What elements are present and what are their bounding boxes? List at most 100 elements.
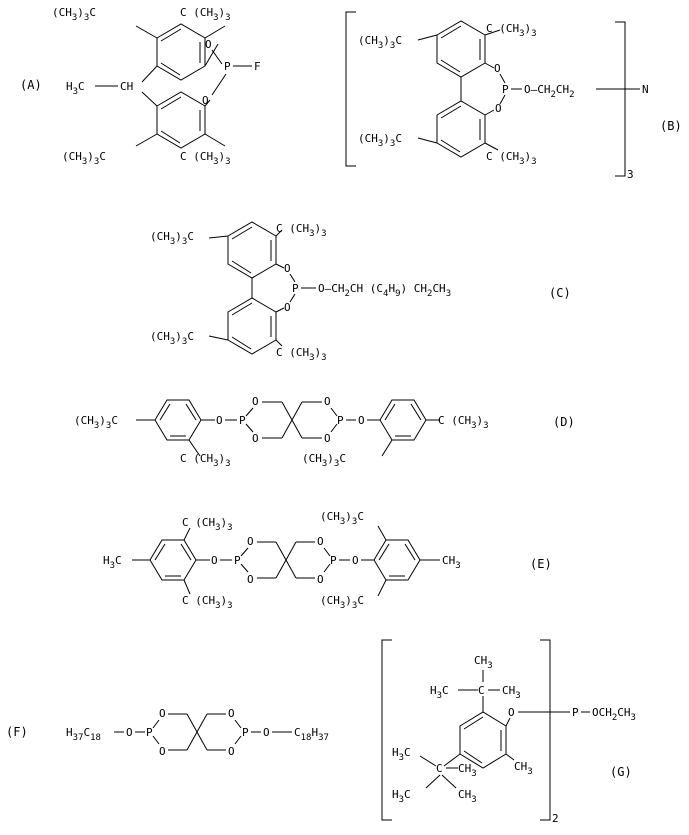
compound-g: 2 (G) CH3 H3C C CH3 O P OCH2CH3 CH3 H3C … [382, 640, 636, 825]
oxygen: O [252, 395, 259, 408]
phosphorus: P [146, 726, 153, 739]
oxygen: O [205, 38, 212, 51]
phosphorus: P [292, 282, 299, 295]
oxygen: O [228, 707, 235, 720]
compound-c: (C) (CH3)3C C (CH3)3 O P O O—CH2CH (C4H9… [150, 222, 571, 363]
tbu-group: (CH3)3C [320, 510, 364, 527]
methyl-group: H3C [430, 684, 449, 701]
oxygen: O [324, 395, 331, 408]
left-bracket [382, 640, 392, 820]
methyl-group: H3C [392, 788, 411, 805]
benzene-ring [374, 540, 420, 580]
methyl-group: CH3 [474, 654, 493, 671]
right-bracket [615, 22, 625, 176]
tbu-group: C (CH3)3 [182, 594, 233, 611]
compound-a: (A) (CH3)3C C (CH3)3 O P F O H3C CH C ( [20, 6, 261, 167]
left-bracket [346, 12, 356, 166]
oxygen: O [228, 745, 235, 758]
octadecyl-group: C18H37 [294, 726, 329, 743]
upper-benzene-ring [228, 222, 276, 278]
oxygen: O [495, 102, 502, 115]
oxygen: O [252, 432, 259, 445]
tbu-group: C (CH3)3 [180, 150, 231, 167]
oxygen: O [159, 707, 166, 720]
upper-benzene-ring [157, 24, 205, 80]
benzene-ring [155, 400, 201, 440]
upper-benzene-ring [437, 21, 485, 77]
tbu-group: (CH3)3C [62, 150, 106, 167]
tbu-group: C (CH3)3 [276, 222, 327, 239]
methyl-group: CH3 [458, 788, 477, 805]
tbu-group: (CH3)3C [302, 452, 346, 469]
tbu-group: C (CH3)3 [486, 22, 537, 39]
oxygen: O [247, 535, 254, 548]
tbu-group: C (CH3)3 [438, 414, 489, 431]
methyl-group: CH3 [458, 762, 477, 779]
oxygen: O [508, 706, 515, 719]
oxygen: O [159, 745, 166, 758]
oxygen: O [358, 414, 365, 427]
oxygen: O [352, 554, 359, 567]
oxygen: O [284, 262, 291, 275]
ethylidene-bridge: H3C [66, 80, 85, 97]
oxygen: O [263, 726, 270, 739]
tbu-group: C (CH3)3 [180, 6, 231, 23]
compound-f: (F) H37C18 O P O O O O P O C18H37 [6, 707, 329, 758]
label-d: (D) [553, 415, 575, 429]
tbu-group: C (CH3)3 [276, 346, 327, 363]
compound-d: (D) (CH3)3C C (CH3)3 O P O O O O P O [74, 395, 575, 469]
phosphorus: P [224, 60, 231, 73]
ethoxy-group: OCH2CH3 [592, 706, 636, 723]
label-b: (B) [660, 119, 682, 133]
fluorine: F [254, 60, 261, 73]
carbon: C [436, 762, 443, 775]
octadecyl-group: H37C18 [66, 726, 101, 743]
tbu-group: C (CH3)3 [182, 516, 233, 533]
tbu-group: (CH3)3C [52, 6, 96, 23]
lower-benzene-ring [228, 298, 276, 354]
oxygen: O [317, 535, 324, 548]
lower-benzene-ring [157, 92, 205, 148]
tbu-group: (CH3)3C [358, 34, 402, 51]
compound-b: 3 (B) (CH3)3C C (CH3)3 O P O O—CH2CH2 N … [346, 12, 682, 181]
oxygen: O [216, 414, 223, 427]
phosphorus: P [337, 414, 344, 427]
phosphorus: P [330, 554, 337, 567]
tbu-group: (CH3)3C [358, 132, 402, 149]
compound-e: (E) H3C C (CH3)3 C (CH3)3 O P O O O O P … [103, 510, 552, 611]
svg-text:2: 2 [552, 812, 559, 825]
tbu-group: (CH3)3C [150, 330, 194, 347]
tbu-group: (CH3)3C [74, 414, 118, 431]
phosphorus: P [234, 554, 241, 567]
label-e: (E) [530, 557, 552, 571]
ethyl-chain: O—CH2CH2 [524, 83, 575, 100]
phosphorus: P [239, 414, 246, 427]
benzene-ring [380, 400, 426, 440]
methyl-group: H3C [103, 554, 122, 571]
oxygen: O [126, 726, 133, 739]
label-a: (A) [20, 78, 42, 92]
methyl-group: CH3 [514, 760, 533, 777]
oxygen: O [211, 554, 218, 567]
tbu-group: C (CH3)3 [486, 150, 537, 167]
tbu-group: C (CH3)3 [180, 452, 231, 469]
oxygen: O [247, 573, 254, 586]
benzene-ring [150, 540, 196, 580]
phosphorus: P [502, 83, 509, 96]
phosphorus: P [242, 726, 249, 739]
carbon: C [478, 684, 485, 697]
label-f: (F) [6, 725, 28, 739]
oxygen: O [317, 573, 324, 586]
label-c: (C) [549, 286, 571, 300]
benzene-ring [460, 712, 506, 768]
oxygen: O [324, 432, 331, 445]
nitrogen: N [642, 83, 649, 96]
lower-benzene-ring [437, 101, 485, 157]
svg-text:CH: CH [120, 80, 133, 93]
methyl-group: H3C [392, 746, 411, 763]
tbu-group: (CH3)3C [150, 230, 194, 247]
methyl-group: CH3 [502, 684, 521, 701]
oxygen: O [284, 301, 291, 314]
phosphorus: P [572, 706, 579, 719]
